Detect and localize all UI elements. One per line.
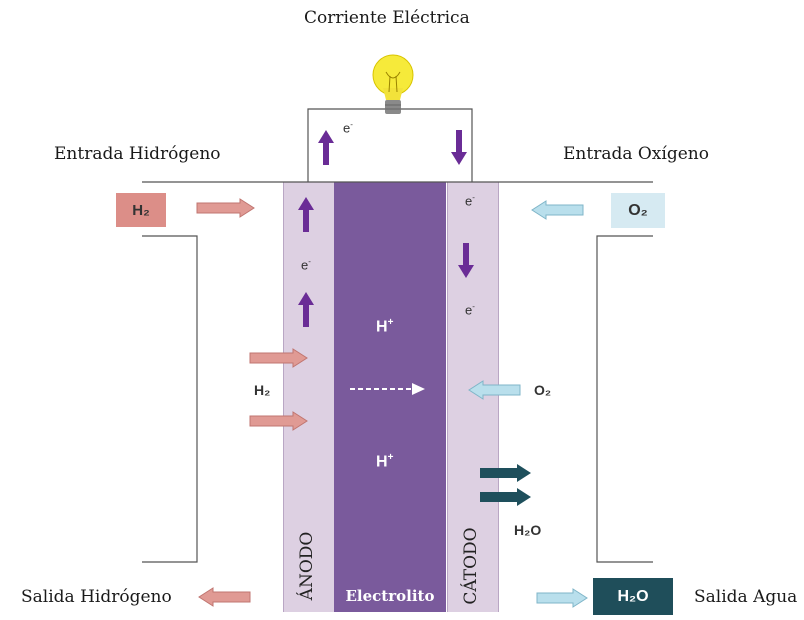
left-bracket xyxy=(142,235,198,563)
electron-arrow-down-cathode xyxy=(458,243,474,278)
proton-flow-arrow xyxy=(350,383,425,395)
proton-label-2: H+ xyxy=(376,452,394,471)
right-bracket xyxy=(596,235,653,563)
electrolyte-column xyxy=(334,182,446,612)
h2-inlet-arrow xyxy=(196,198,255,218)
circuit-wire xyxy=(307,108,473,182)
proton-label-1: H+ xyxy=(376,317,394,336)
electron-arrow-up-anode-2 xyxy=(298,292,314,327)
h2o-species-label: H₂O xyxy=(514,522,542,538)
electron-arrow-up-anode-1 xyxy=(298,197,314,232)
electron-label-circuit: e- xyxy=(343,120,353,136)
o2-species-label: O₂ xyxy=(534,382,552,398)
h2-outlet-label: Salida Hidrógeno xyxy=(21,587,172,607)
light-bulb-icon xyxy=(372,54,414,114)
electron-label-cathode-2: e- xyxy=(465,302,475,318)
o2-inlet-arrow xyxy=(531,200,584,220)
h2-arrow-anode-2 xyxy=(249,411,308,431)
h2-outlet-arrow xyxy=(198,587,251,607)
cathode-column xyxy=(447,182,499,612)
h2o-outlet-box: H₂O xyxy=(593,578,673,615)
electron-label-anode: e- xyxy=(301,257,311,273)
h2-arrow-anode-1 xyxy=(249,348,308,368)
water-outlet-arrow xyxy=(536,588,588,608)
electrolyte-label: Electrolito xyxy=(345,587,435,605)
electron-arrow-up-circuit xyxy=(318,130,334,165)
cathode-label: CÁTODO xyxy=(461,527,481,605)
h2-species-label: H₂ xyxy=(254,382,271,398)
o2-inlet-label: Entrada Oxígeno xyxy=(563,144,709,164)
h2o-arrow-1 xyxy=(480,464,531,482)
h2o-arrow-2 xyxy=(480,488,531,506)
electron-arrow-down-circuit xyxy=(451,130,467,165)
h2-inlet-label: Entrada Hidrógeno xyxy=(54,144,221,164)
o2-arrow-cathode xyxy=(468,380,521,400)
electron-label-cathode-1: e- xyxy=(465,193,475,209)
h2-inlet-box: H₂ xyxy=(116,193,166,227)
current-label: Corriente Eléctrica xyxy=(304,8,470,28)
o2-inlet-box: O₂ xyxy=(611,193,665,228)
anode-label: ÁNODO xyxy=(297,531,317,601)
water-outlet-label: Salida Agua xyxy=(694,587,798,607)
